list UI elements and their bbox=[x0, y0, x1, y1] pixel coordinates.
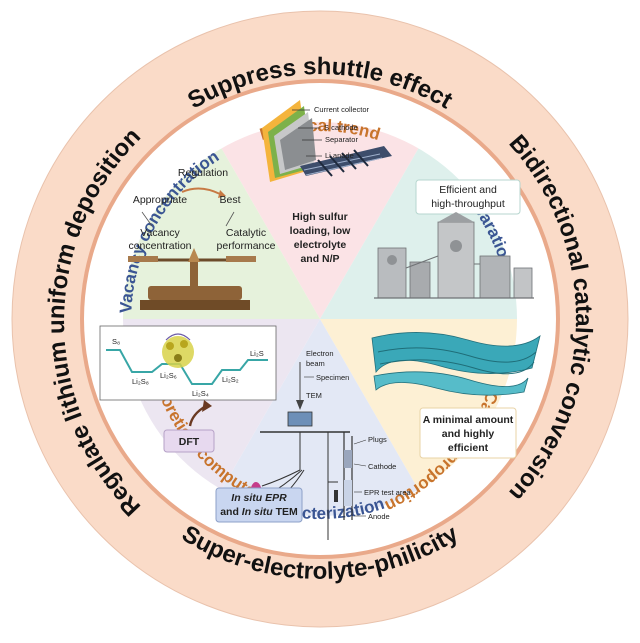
svg-text:Li₂S₈: Li₂S₈ bbox=[132, 377, 149, 386]
factory-illustration bbox=[374, 212, 534, 299]
svg-text:high-throughput: high-throughput bbox=[431, 198, 505, 210]
svg-text:and N/P: and N/P bbox=[300, 253, 339, 265]
svg-text:S₈: S₈ bbox=[112, 337, 120, 346]
sector-characterization bbox=[211, 319, 429, 516]
dft-caption: DFT bbox=[163, 429, 215, 453]
preparation-caption: Efficient and high-throughput bbox=[415, 179, 521, 215]
svg-text:Best: Best bbox=[219, 194, 240, 206]
svg-text:Electron: Electron bbox=[306, 349, 334, 358]
svg-text:High sulfur: High sulfur bbox=[292, 211, 347, 223]
label-separator: Separator bbox=[325, 135, 358, 144]
svg-text:Appropriate: Appropriate bbox=[133, 194, 187, 206]
svg-text:beam: beam bbox=[306, 359, 325, 368]
svg-text:Cathode: Cathode bbox=[368, 462, 396, 471]
svg-text:electrolyte: electrolyte bbox=[294, 239, 347, 251]
svg-text:Li₂S₄: Li₂S₄ bbox=[192, 389, 209, 398]
energy-profile-plot: S₈ Li₂S₈ Li₂S₆ Li₂S₄ Li₂S₂ Li₂S bbox=[99, 325, 277, 401]
svg-text:loading, low: loading, low bbox=[290, 225, 351, 237]
proportion-caption: A minimal amount and highly efficient bbox=[419, 407, 517, 459]
balance-scale-illustration bbox=[128, 211, 256, 310]
svg-text:Li₂S₂: Li₂S₂ bbox=[222, 375, 239, 384]
svg-text:Catalytic: Catalytic bbox=[226, 227, 266, 239]
svg-text:Plugs: Plugs bbox=[368, 435, 387, 444]
layered-sheets-illustration bbox=[371, 332, 541, 396]
practical-labels: Current collector S cathode Separator Li… bbox=[292, 105, 370, 160]
svg-text:concentration: concentration bbox=[128, 240, 191, 252]
dft-arrow-head bbox=[202, 400, 212, 412]
svg-text:Li₂S₆: Li₂S₆ bbox=[160, 371, 177, 380]
svg-text:Regulation: Regulation bbox=[178, 167, 228, 179]
svg-text:Anode: Anode bbox=[368, 512, 390, 521]
label-current-collector: Current collector bbox=[314, 105, 370, 114]
svg-text:performance: performance bbox=[217, 240, 276, 252]
svg-text:TEM: TEM bbox=[306, 391, 322, 400]
svg-text:efficient: efficient bbox=[448, 442, 489, 454]
svg-text:Li₂S: Li₂S bbox=[250, 349, 264, 358]
svg-text:Efficient and: Efficient and bbox=[439, 184, 497, 196]
label-li-anode: Li anode bbox=[325, 151, 354, 160]
svg-text:EPR test area: EPR test area bbox=[364, 488, 412, 497]
svg-text:Specimen: Specimen bbox=[316, 373, 349, 382]
svg-text:Vacancy: Vacancy bbox=[140, 227, 180, 239]
svg-text:In situ EPR: In situ EPR bbox=[231, 492, 287, 504]
svg-text:and highly: and highly bbox=[442, 428, 495, 440]
characterization-labels: Electron beam Specimen TEM Plugs Cathode… bbox=[304, 349, 412, 521]
svg-text:and In situ TEM: and In situ TEM bbox=[220, 506, 298, 518]
svg-text:A minimal amount: A minimal amount bbox=[423, 414, 514, 426]
label-s-cathode: S cathode bbox=[324, 123, 358, 132]
practical-cell-illustration bbox=[262, 100, 392, 182]
characterization-caption: In situ EPR and In situ TEM bbox=[215, 487, 303, 523]
svg-text:DFT: DFT bbox=[179, 436, 200, 448]
vacancy-labels: Regulation Appropriate Best Vacancy conc… bbox=[128, 167, 275, 252]
practical-caption: High sulfur loading, low electrolyte and… bbox=[290, 211, 351, 265]
